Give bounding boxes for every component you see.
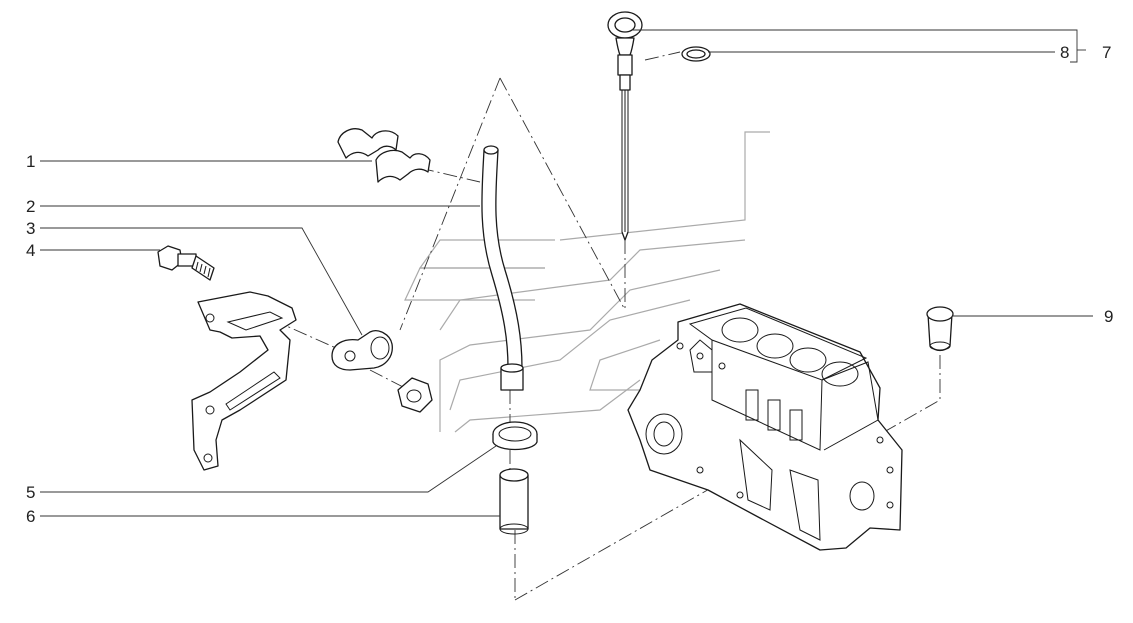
callout-8: 8 [1060, 43, 1069, 62]
dipstick [607, 11, 643, 241]
callout-numbers: 1 2 3 4 5 6 7 8 9 [26, 43, 1113, 526]
sleeve [499, 468, 529, 535]
callout-4: 4 [26, 241, 35, 260]
callout-9: 9 [1104, 307, 1113, 326]
bracket [191, 291, 297, 471]
callout-5: 5 [26, 483, 35, 502]
o-ring-part-8 [681, 46, 711, 62]
callout-3: 3 [26, 219, 35, 238]
hose-clamp [492, 421, 538, 451]
bolt [157, 245, 215, 281]
callout-2: 2 [26, 197, 35, 216]
callout-7: 7 [1102, 43, 1111, 62]
callout-1: 1 [26, 152, 35, 171]
callout-6: 6 [26, 507, 35, 526]
engine-block [627, 303, 903, 551]
plug [926, 306, 954, 352]
hex-nut [397, 377, 433, 413]
leader-lines [40, 29, 1093, 517]
pipe-clamp [331, 330, 393, 371]
double-clip [337, 128, 431, 183]
guide-tube [481, 145, 524, 391]
watermark-arrows [404, 131, 770, 433]
